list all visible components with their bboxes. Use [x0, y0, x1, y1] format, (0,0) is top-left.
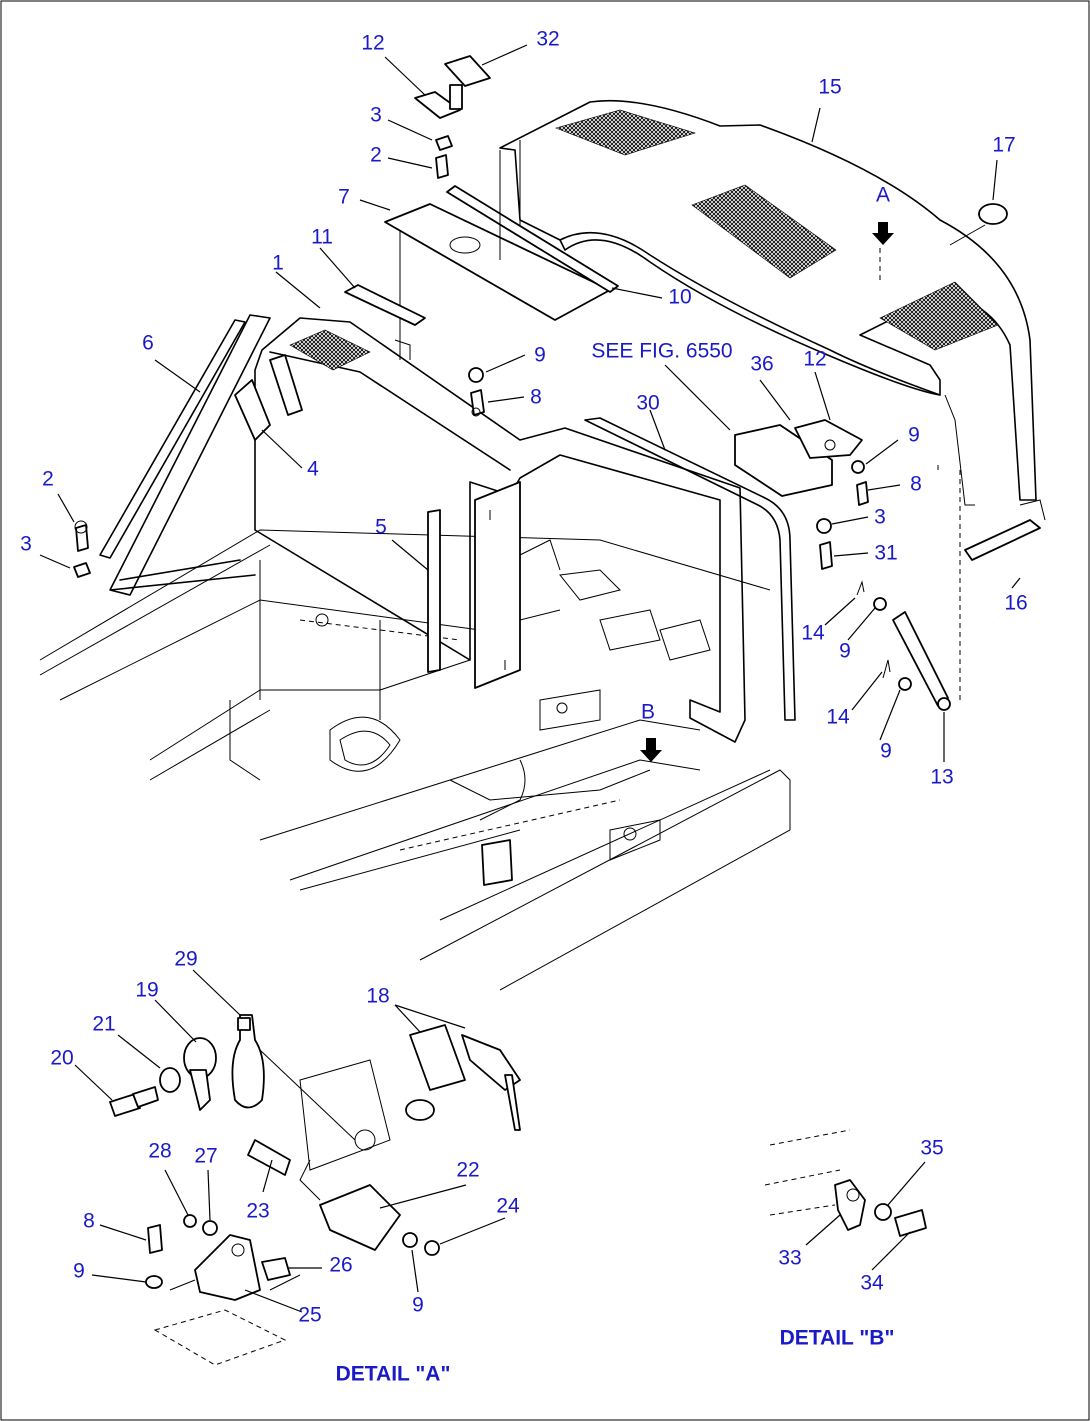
reference-note: SEE FIG. 6550	[591, 340, 732, 363]
callout-8-center: 8	[530, 386, 542, 409]
part-9-washer-r3	[898, 677, 912, 691]
part-31-bolt-r	[819, 541, 833, 570]
machine-frame	[39, 529, 791, 991]
callout-22: 22	[456, 1159, 479, 1182]
part-13-gas-strut	[892, 611, 949, 707]
callout-5: 5	[375, 516, 387, 539]
part-12-hinge-right	[794, 419, 863, 459]
callout-9-r2: 9	[839, 640, 851, 663]
detail-b-drawing	[764, 1129, 927, 1237]
callout-9-detail-a-left: 9	[73, 1260, 85, 1283]
callout-3-left: 3	[20, 533, 32, 556]
part-4-bracket	[269, 354, 303, 416]
part-4-latch	[234, 379, 271, 441]
callout-8-right: 8	[910, 473, 922, 496]
part-30-seal	[584, 417, 796, 721]
callout-2-top: 2	[370, 144, 382, 167]
part-10-seal	[446, 185, 619, 293]
leader-lines	[39, 44, 1021, 1313]
part-9-washer-r1	[851, 460, 865, 474]
part-9-washer-r2	[873, 597, 887, 611]
callout-3-top: 3	[370, 104, 382, 127]
callout-1: 1	[272, 252, 284, 275]
callout-17: 17	[992, 134, 1015, 157]
callout-36: 36	[750, 353, 773, 376]
callout-8-detail-a: 8	[83, 1210, 95, 1233]
part-14-pin-2	[882, 659, 891, 679]
callout-12-right: 12	[803, 348, 826, 371]
callout-23: 23	[246, 1200, 269, 1223]
part-3-washer-top	[435, 135, 453, 151]
callout-25: 25	[298, 1304, 321, 1327]
callout-14-b: 14	[826, 706, 850, 729]
callout-9-r3: 9	[880, 740, 892, 763]
part-2-bolt-top	[435, 154, 449, 179]
part-7-plate	[384, 203, 611, 360]
view-marker-a: A	[876, 184, 890, 207]
part-8-bolt-r1	[856, 481, 869, 506]
callout-14-a: 14	[801, 622, 825, 645]
detail-b-title: DETAIL "B"	[780, 1327, 895, 1350]
callout-6: 6	[142, 332, 154, 355]
callout-30: 30	[636, 392, 659, 415]
callout-labels: 12 32 3 2 15 17 7 11 1 10 6 9 8 4 5 2 3 …	[20, 28, 1028, 1386]
detail-a-drawing	[109, 1014, 521, 1366]
callout-29: 29	[174, 948, 197, 971]
part-9-washer-center	[468, 367, 484, 383]
view-marker-b: B	[641, 701, 655, 724]
callout-27: 27	[194, 1145, 217, 1168]
part-6-stay	[109, 314, 271, 596]
callout-16: 16	[1004, 592, 1027, 615]
view-arrow-a	[872, 222, 894, 245]
callout-11: 11	[311, 226, 333, 249]
callout-32: 32	[536, 28, 559, 51]
callout-13: 13	[930, 766, 953, 789]
callout-3-right: 3	[874, 506, 886, 529]
callout-21: 21	[92, 1013, 115, 1036]
callout-20: 20	[50, 1047, 73, 1070]
part-14-pin-1	[856, 580, 865, 596]
callout-4: 4	[307, 458, 319, 481]
callout-7: 7	[338, 186, 350, 209]
part-17-cap	[978, 203, 1008, 225]
part-5-seal	[427, 509, 441, 673]
callout-33: 33	[778, 1247, 801, 1270]
callout-9-center: 9	[534, 344, 546, 367]
part-12-32-hinge	[414, 55, 491, 119]
part-3-washer-left	[73, 562, 91, 578]
part-8-bolt-center	[470, 389, 485, 416]
callout-34: 34	[860, 1272, 884, 1295]
part-16-seal	[964, 519, 1041, 561]
callout-28: 28	[148, 1140, 171, 1163]
callout-26: 26	[329, 1254, 352, 1277]
callout-35: 35	[920, 1137, 943, 1160]
part-6-stay-2	[99, 319, 246, 559]
callout-2-left: 2	[42, 468, 54, 491]
detail-a-title: DETAIL "A"	[336, 1363, 451, 1386]
part-11-seal	[344, 284, 426, 326]
part-15-hood	[499, 99, 1046, 521]
callout-12-top: 12	[361, 32, 384, 55]
callout-18: 18	[366, 985, 389, 1008]
callout-31: 31	[874, 542, 897, 565]
callout-10: 10	[668, 286, 691, 309]
callout-15: 15	[818, 76, 841, 99]
callout-24: 24	[496, 1195, 520, 1218]
part-1-cover	[254, 317, 746, 743]
view-arrow-b	[640, 738, 662, 762]
callout-19: 19	[135, 979, 158, 1002]
part-3-washer-r	[816, 518, 832, 534]
callout-9-detail-a-right: 9	[412, 1294, 424, 1317]
callout-9-r1: 9	[908, 424, 920, 447]
